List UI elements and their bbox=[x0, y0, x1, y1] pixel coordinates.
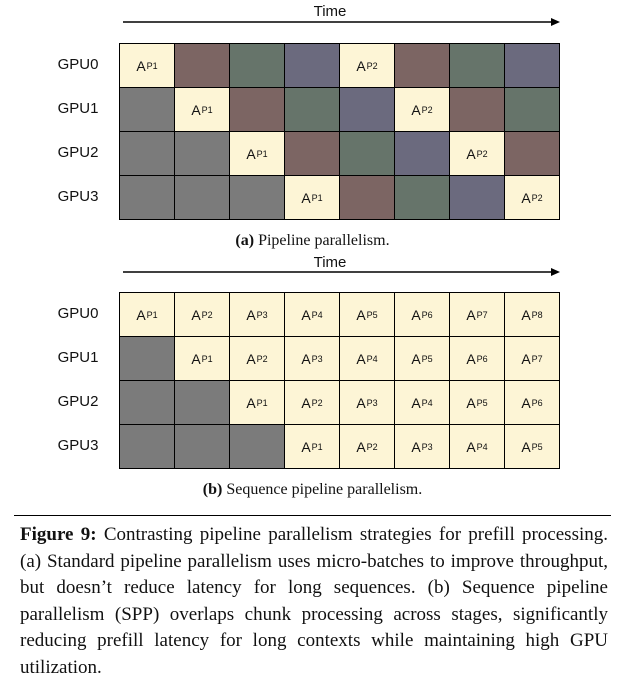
other-microbatch-cell bbox=[285, 44, 340, 88]
idle-cell bbox=[120, 176, 175, 220]
caption-divider bbox=[14, 515, 611, 516]
time-arrow bbox=[123, 268, 560, 276]
other-microbatch-cell bbox=[395, 132, 450, 176]
idle-cell bbox=[175, 381, 230, 425]
other-microbatch-cell bbox=[230, 44, 285, 88]
idle-cell bbox=[120, 381, 175, 425]
other-microbatch-cell bbox=[395, 44, 450, 88]
gpu-row-label: GPU0 bbox=[57, 305, 99, 322]
other-microbatch-cell bbox=[505, 44, 560, 88]
other-microbatch-cell bbox=[285, 132, 340, 176]
idle-cell bbox=[175, 176, 230, 220]
other-microbatch-cell bbox=[505, 88, 560, 132]
gpu-row-label: GPU1 bbox=[57, 349, 99, 366]
other-microbatch-cell bbox=[450, 88, 505, 132]
idle-cell bbox=[120, 425, 175, 469]
other-microbatch-cell bbox=[450, 44, 505, 88]
idle-cell bbox=[230, 425, 285, 469]
other-microbatch-cell bbox=[175, 44, 230, 88]
other-microbatch-cell bbox=[285, 88, 340, 132]
idle-cell bbox=[175, 425, 230, 469]
gpu-row-label: GPU3 bbox=[57, 188, 99, 205]
other-microbatch-cell bbox=[505, 132, 560, 176]
gpu-row-label: GPU2 bbox=[57, 393, 99, 410]
subfigure-caption-a: (a) Pipeline parallelism. bbox=[235, 232, 390, 249]
idle-cell bbox=[230, 176, 285, 220]
idle-cell bbox=[120, 88, 175, 132]
other-microbatch-cell bbox=[395, 176, 450, 220]
other-microbatch-cell bbox=[340, 176, 395, 220]
other-microbatch-cell bbox=[340, 132, 395, 176]
other-microbatch-cell bbox=[450, 176, 505, 220]
time-axis-label: Time bbox=[313, 3, 347, 20]
time-arrow bbox=[123, 18, 560, 26]
gpu-row-label: GPU0 bbox=[57, 56, 99, 73]
figure-caption: Figure 9: Contrasting pipeline paralleli… bbox=[20, 524, 608, 678]
time-axis-label: Time bbox=[313, 254, 347, 271]
subfigure-caption-b: (b) Sequence pipeline parallelism. bbox=[202, 481, 423, 498]
idle-cell bbox=[175, 132, 230, 176]
idle-cell bbox=[120, 337, 175, 381]
other-microbatch-cell bbox=[230, 88, 285, 132]
gpu-row-label: GPU3 bbox=[57, 437, 99, 454]
idle-cell bbox=[120, 132, 175, 176]
other-microbatch-cell bbox=[340, 88, 395, 132]
gpu-row-label: GPU2 bbox=[57, 144, 99, 161]
gpu-row-label: GPU1 bbox=[57, 100, 99, 117]
